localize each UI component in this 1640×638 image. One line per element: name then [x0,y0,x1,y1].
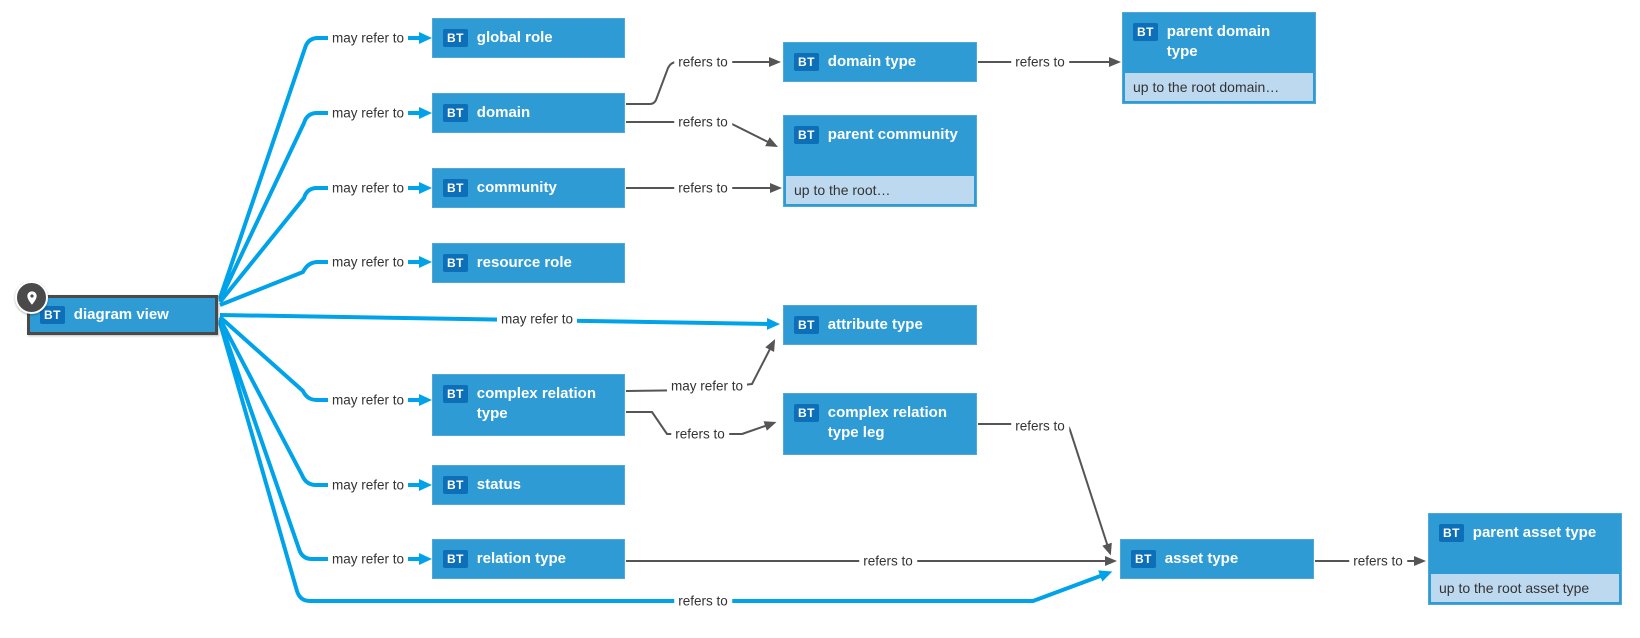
node-resource-role[interactable]: BT resource role [432,243,625,283]
node-label: resource role [476,253,572,271]
node-relation-type[interactable]: BT relation type [432,539,625,579]
edge-diagram-view-to-resource-role [219,256,432,307]
node-label: domain [476,103,531,121]
bt-badge-icon: BT [794,404,819,422]
edge-diagram-view-to-relation-type [218,320,432,565]
bt-badge-icon: BT [794,316,819,334]
bt-badge-icon: BT [443,550,468,568]
edge-diagram-view-to-status [218,318,432,491]
node-label: parent asset type [1472,524,1597,541]
edge-diagram-view-to-attribute-type [219,313,780,330]
node-header: BT resource role [433,244,624,282]
node-asset-type[interactable]: BT asset type [1120,539,1314,579]
node-label: asset type [1164,549,1239,567]
node-label: relation type [476,549,566,567]
bt-badge-icon: BT [443,476,468,494]
node-label: parent community [827,126,958,143]
node-parent-asset-type[interactable]: BT parent asset type up to the root asset … [1428,513,1622,605]
edge-label-diagram-view-to-community: may refer to [327,179,409,197]
edge-label-community-to-parent-community: refers to [674,179,732,197]
node-global-role[interactable]: BT global role [432,18,625,58]
node-status[interactable]: BT status [432,465,625,505]
bt-badge-icon: BT [40,306,65,324]
node-header: BT community [433,169,624,207]
node-label: community [476,178,557,196]
node-label: complex relation type leg [827,404,947,442]
node-header: BT diagram view [30,298,215,332]
node-header: BT parent asset type [1429,514,1621,574]
bt-badge-icon: BT [794,53,819,71]
node-label: diagram view [73,305,169,323]
node-label: global role [476,28,553,46]
bt-badge-icon: BT [1133,23,1158,41]
edge-label-domain-type-to-parent-domain-type: refers to [1011,53,1069,71]
node-label: status [476,475,521,493]
node-subtitle: up to the root… [786,176,974,204]
bt-badge-icon: BT [794,126,819,144]
edge-diagram-view-to-community [218,182,432,304]
node-parent-community[interactable]: BT parent community up to the root… [783,115,977,207]
edge-label-diagram-view-to-complex-relation-type: may refer to [327,391,409,409]
bt-badge-icon: BT [1439,524,1464,542]
edge-label-diagram-view-to-resource-role: may refer to [327,253,409,271]
node-diagram-view[interactable]: BT diagram view [15,281,218,335]
node-header: BT global role [433,19,624,57]
bt-badge-icon: BT [443,179,468,197]
edge-diagram-view-to-domain [218,107,432,301]
node-label: domain type [827,52,917,70]
node-domain[interactable]: BT domain [432,93,625,133]
node-header: BT attribute type [784,306,976,344]
edge-diagram-view-to-asset-type [218,322,1113,603]
edge-label-relation-type-to-asset-type: refers to [859,552,917,570]
edge-label-complex-relation-type-to-attribute-type: may refer to [666,377,748,395]
edge-label-diagram-view-to-asset-type: refers to [674,592,732,610]
edge-label-diagram-view-to-global-role: may refer to [327,29,409,47]
bt-badge-icon: BT [443,29,468,47]
node-header: BT parent community [784,116,976,176]
bt-badge-icon: BT [443,104,468,122]
node-header: BT parent domain type [1123,13,1315,73]
edge-diagram-view-to-global-role [218,32,432,299]
edge-label-diagram-view-to-domain: may refer to [327,104,409,122]
node-header: BT asset type [1121,540,1313,578]
node-attribute-type[interactable]: BT attribute type [783,305,977,345]
node-parent-domain-type[interactable]: BT parent domain type up to the root domai… [1122,12,1316,104]
edge-complex-relation-type-leg-to-asset-type [978,423,1112,556]
edge-label-domain-to-domain-type: refers to [674,53,732,71]
bt-badge-icon: BT [443,385,468,403]
node-subtitle: up to the root asset type [1431,574,1619,602]
edge-label-diagram-view-to-relation-type: may refer to [327,550,409,568]
edge-label-diagram-view-to-status: may refer to [327,476,409,494]
node-header: BT domain type [784,43,976,81]
edge-label-domain-to-parent-community: refers to [674,113,732,131]
node-domain-type[interactable]: BT domain type [783,42,977,82]
node-complex-relation-type-leg[interactable]: BT complex relation type leg [783,393,977,455]
node-complex-relation-type[interactable]: BT complex relation type [432,374,625,436]
edge-label-complex-relation-type-leg-to-asset-type: refers to [1011,417,1069,435]
node-community[interactable]: BT community [432,168,625,208]
edge-complex-relation-type-to-complex-relation-type-leg [626,411,777,435]
bt-badge-icon: BT [443,254,468,272]
edge-label-diagram-view-to-attribute-type: may refer to [496,310,578,328]
node-header: BT complex relation type [433,375,624,435]
edge-label-complex-relation-type-to-complex-relation-type-leg: refers to [671,425,729,443]
node-header: BT status [433,466,624,504]
node-label: complex relation type [476,385,596,423]
bt-badge-icon: BT [1131,550,1156,568]
node-header: BT complex relation type leg [784,394,976,454]
node-header: BT relation type [433,540,624,578]
node-label: attribute type [827,315,923,333]
edge-diagram-view-to-complex-relation-type [218,315,432,406]
edge-label-asset-type-to-parent-asset-type: refers to [1349,552,1407,570]
node-subtitle: up to the root domain… [1125,73,1313,101]
location-pin-icon [15,281,48,314]
node-label: parent domain type [1166,23,1271,61]
node-header: BT domain [433,94,624,132]
